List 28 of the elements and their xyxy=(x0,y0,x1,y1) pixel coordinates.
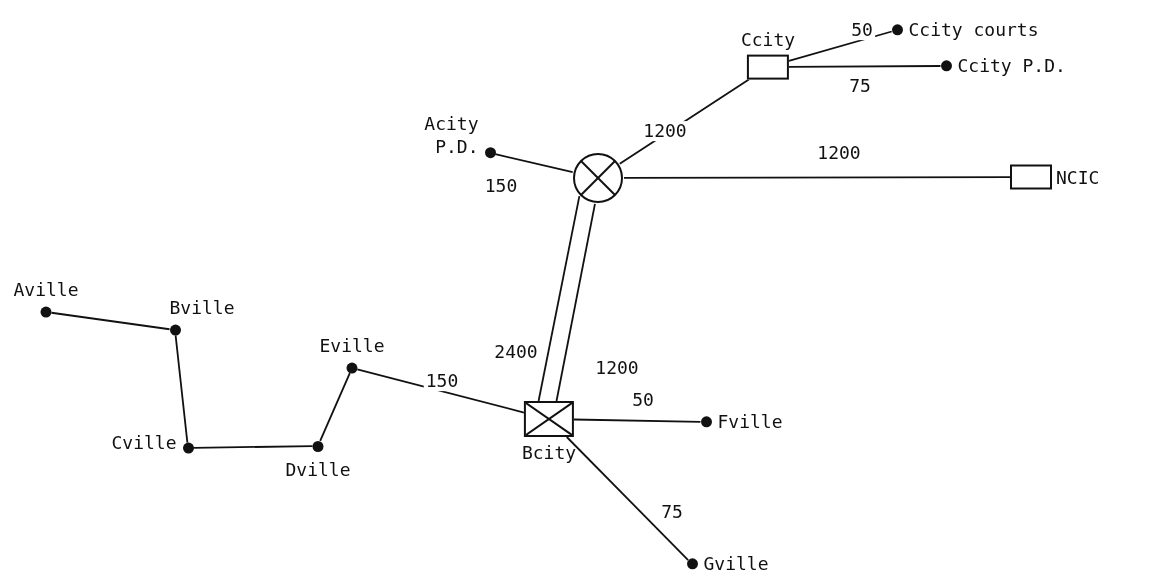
connector-line xyxy=(174,334,189,444)
node-label: Fville xyxy=(717,410,783,434)
connector-line xyxy=(319,372,351,442)
node-label: Bville xyxy=(169,295,235,319)
node-label: Bcity xyxy=(521,441,577,465)
node-label: Ccity courts xyxy=(908,18,1039,42)
connector-line xyxy=(565,436,690,561)
node-label: Gville xyxy=(703,552,769,576)
edge-label: 50 xyxy=(849,20,875,40)
connector-line xyxy=(494,153,574,174)
connector-line xyxy=(192,445,314,449)
node-label: Aville xyxy=(13,277,79,301)
connector-line xyxy=(573,418,702,423)
node-label: Dville xyxy=(285,457,351,481)
node-label: Eville xyxy=(319,333,385,357)
connector-line xyxy=(537,195,581,402)
edge-label: 150 xyxy=(423,371,461,391)
switch-circle xyxy=(572,152,624,204)
node-label: Cville xyxy=(111,430,177,454)
node-label: NCIC xyxy=(1056,165,1100,189)
node-label: Ccity P.D. xyxy=(957,54,1066,78)
node-label: Acity P.D. xyxy=(423,111,479,159)
node-label: Ccity xyxy=(740,27,796,51)
connector-line xyxy=(356,368,525,414)
connector-line xyxy=(50,311,171,331)
connector-line xyxy=(623,176,1011,179)
connector-line xyxy=(555,202,596,402)
connector-line xyxy=(788,65,942,68)
